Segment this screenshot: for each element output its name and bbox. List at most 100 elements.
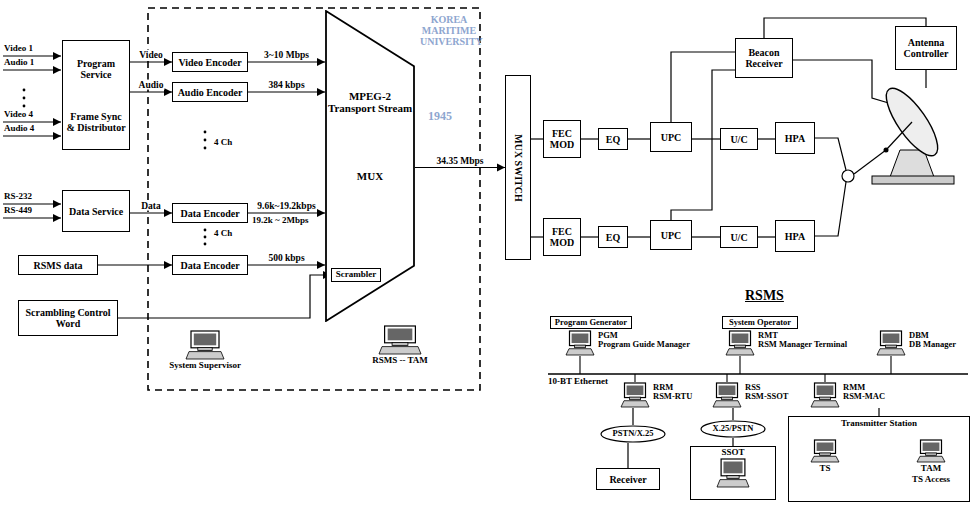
computer-terminal: RSMS -- TAM [355,325,445,366]
connector [628,236,650,237]
network-cloud: X.25/PSTN [700,420,766,438]
node-label: RMM [843,383,900,392]
node-label: Scrambling Control Word [21,307,115,329]
signal-label: 10-BT Ethernet [548,377,608,387]
process-box: Beacon Receiver [735,38,793,78]
connector [98,264,172,265]
connector [248,61,325,62]
connector [758,236,775,237]
node-sublabel: RSM-RTU [653,392,704,401]
computer-terminal: RRMRSM-RTU [620,382,704,408]
computer-terminal: DBMDB Manager [876,330,970,356]
mux-trapezoid: MPEG-2 Transport StreamMUXScrambler [325,10,415,322]
signal-label: Audio 4 [4,124,34,134]
ethernet-bus [548,356,968,382]
connector [632,408,633,425]
node-label: PSTN/X.25 [613,429,654,438]
node-label: PGM [598,331,703,340]
process-box: UPC [650,122,692,152]
mux-switch: MUX SWITCH [505,75,531,260]
rate-label: 500 kbps [267,253,305,263]
node-label: UPC [661,132,682,143]
node-label: Antenna Controller [898,37,954,59]
computer-terminal: RMTRSM Manager Terminal [725,330,865,356]
node-label: TS [819,464,830,474]
process-box: Program ServiceFrame Sync & Distributor [62,40,130,150]
process-box: Antenna Controller [895,26,957,70]
signal-label: RS-449 [4,206,32,216]
node-label: Data Encoder [180,260,239,271]
connector [581,236,598,237]
signal-label: 4 Ch [214,138,232,148]
process-box: Video Encoder [172,52,248,72]
connector [581,138,598,139]
signal-label: 4 Ch [214,229,232,239]
signal-label: RSMS [745,288,784,303]
node-label: MUX SWITCH [513,134,524,202]
connector [130,91,172,92]
node-label: X.25/PSTN [713,424,754,433]
signal-label: Audio 1 [4,58,34,68]
node-label: DBM [909,331,970,340]
node-label: Program Generator [555,318,627,327]
connector [732,438,733,446]
connector [248,264,325,265]
connector [118,275,331,318]
node-label: Scrambler [336,270,377,280]
process-box: Data Encoder [172,255,248,275]
network-cloud: PSTN/X.25 [600,425,666,443]
rate-label: Video [138,50,163,60]
node-sublabel: Program Guide Manager [598,340,703,349]
node-label: RSS [745,383,802,392]
process-box: RSMS data [18,255,98,275]
node-label: UPC [661,230,682,241]
process-box: System Operator [722,316,798,329]
connector [130,61,172,62]
computer-icon [716,458,750,488]
process-box: Data Encoder [172,203,248,223]
node-label: EQ [606,232,620,243]
process-box: Audio Encoder [172,82,248,102]
rate-label: 34.35 Mbps [436,155,485,165]
rate-label: 9.6k~19.2kbps [256,201,316,211]
node-label: U/C [730,134,747,145]
rate-label: Data [140,201,162,211]
process-box: Scrambling Control Word [18,300,118,336]
computer-icon [565,330,595,356]
node-label: MPEG-2 Transport Stream [325,90,415,114]
node-label: System Operator [729,318,791,327]
process-box: EQ [598,226,628,248]
connector [531,236,543,237]
watermark: KOREA MARITIME UNIVERSITY [420,14,478,47]
node-label: TAM [921,464,941,474]
node-label: RMT [758,331,865,340]
signal-label: Video 1 [4,44,33,54]
process-box: U/C [720,226,758,248]
connector [878,408,879,416]
node-label: Transmitter Station [789,417,969,429]
signal-label: Video 4 [4,110,33,120]
computer-terminal: TS [803,439,847,474]
signal-label: 19.2k ~ 2Mbps [252,216,308,226]
connector [692,236,720,237]
process-box: Data Service [62,190,130,232]
computer-icon [876,330,906,356]
node-label: FEC MOD [546,226,578,248]
rate-label: 3~10 Mbps [263,50,310,60]
connector [671,52,735,122]
node-label: Audio Encoder [178,87,243,98]
connector [248,212,325,213]
connector [732,408,733,420]
connector [627,443,628,468]
watermark: 1945 [428,110,452,123]
computer-terminal: RMMRSM-MAC [810,382,900,408]
computer-terminal: PGMProgram Guide Manager [565,330,703,356]
node-label: System Supervisor [169,361,241,371]
node-label: RSMS data [33,260,82,271]
node-label: FEC MOD [546,128,578,150]
connector [415,167,505,168]
node-sublabel: Frame Sync & Distributor [65,111,127,133]
process-box: Program Generator [550,316,632,329]
node-label: Program Service [65,58,127,80]
node-label: Beacon Receiver [738,47,790,69]
